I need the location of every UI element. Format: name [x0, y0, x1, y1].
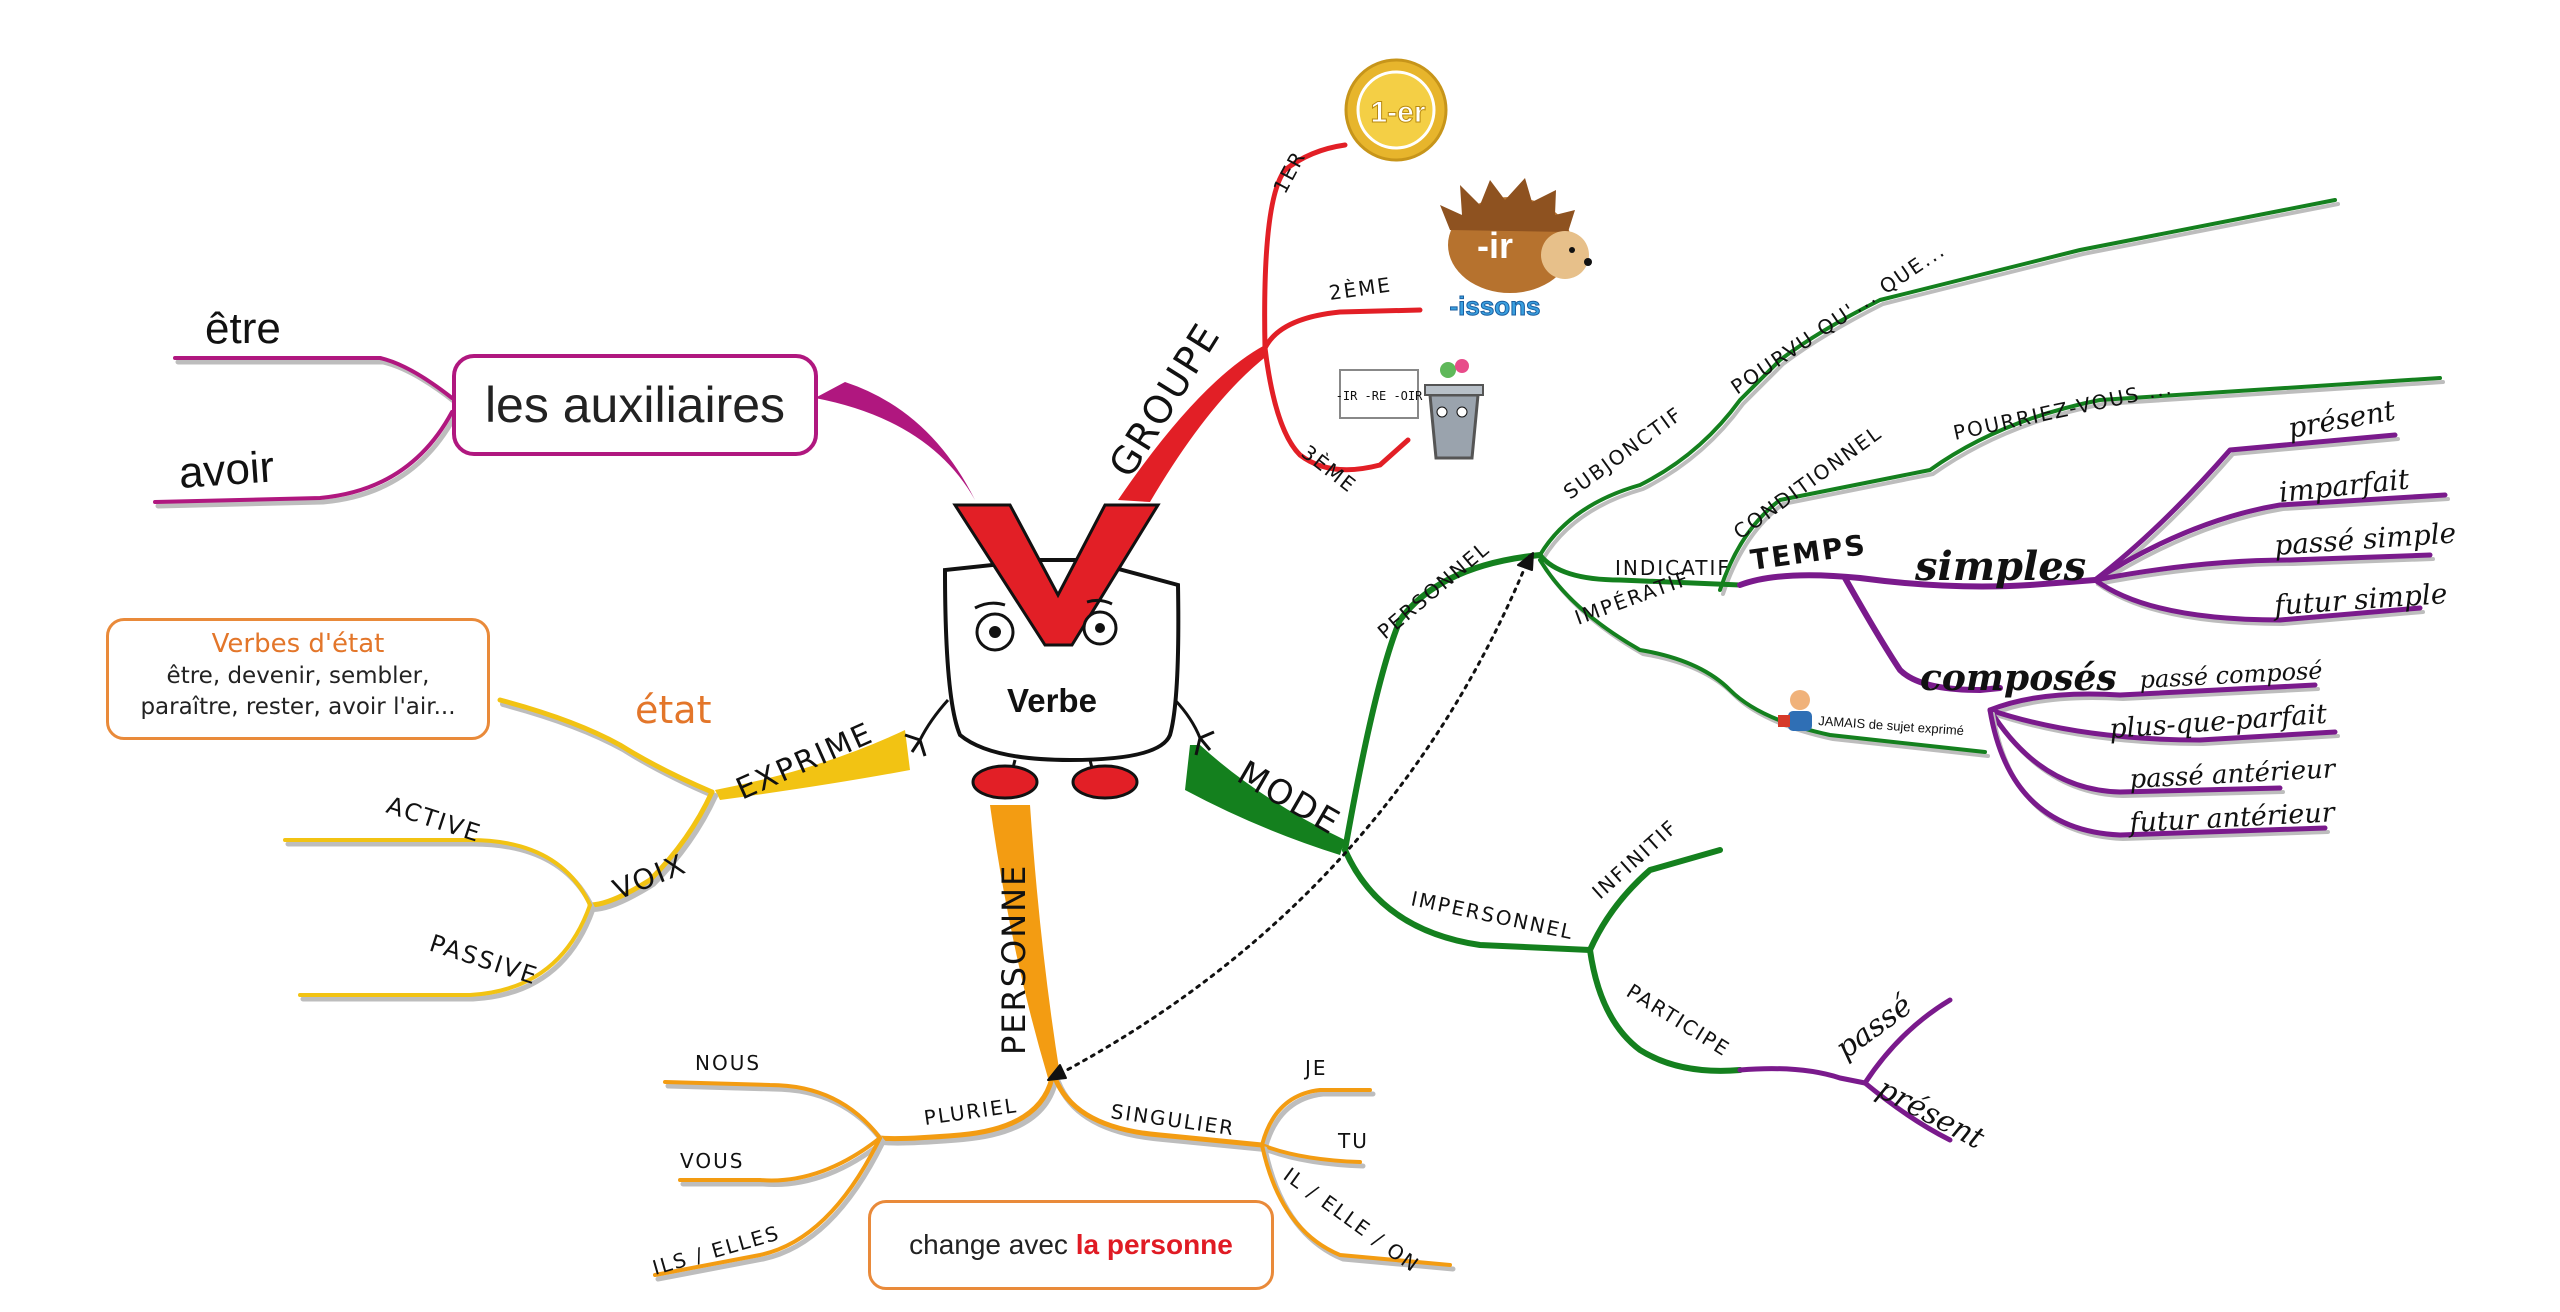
- label-simples: simples: [1914, 543, 2086, 590]
- label-1er: 1ER: [1268, 146, 1310, 197]
- change-avec-text: change avec: [909, 1229, 1068, 1260]
- label-etre: être: [205, 304, 281, 353]
- trash-icon: -IR -RE -OIR: [1336, 359, 1484, 460]
- verbes-etat-box: Verbes d'état être, devenir, sembler, pa…: [106, 618, 490, 740]
- verbes-etat-line-1: être, devenir, sembler,: [166, 663, 430, 689]
- v-letter: [952, 503, 1161, 647]
- label-avoir: avoir: [177, 442, 276, 498]
- branch-groupe: [1118, 142, 1423, 502]
- label-personnel: PERSONNEL: [1373, 536, 1495, 644]
- verbes-etat-title: Verbes d'état: [211, 629, 385, 659]
- label-passive: PASSIVE: [426, 929, 542, 990]
- label-tu: TU: [1337, 1129, 1369, 1153]
- label-futur-simple: futur simple: [2271, 577, 2448, 622]
- label-composes: composés: [1920, 657, 2117, 699]
- verbe-mascot: Verbe: [904, 503, 1215, 800]
- label-pourriez: POURRIEZ-VOUS ...: [1951, 375, 2175, 445]
- hedgehog-icon: -ir -issons: [1440, 178, 1592, 322]
- label-vous: VOUS: [680, 1149, 744, 1173]
- svg-text:1-er: 1-er: [1370, 96, 1425, 129]
- verbes-etat-line-2: paraître, rester, avoir l'air...: [140, 694, 456, 720]
- label-participe-passe: passé: [1829, 988, 1919, 1067]
- label-2eme: 2ÈME: [1327, 272, 1393, 305]
- label-indicatif: INDICATIF: [1615, 556, 1731, 580]
- label-ils-elles: ILS / ELLES: [650, 1221, 783, 1280]
- auxiliaires-box: les auxiliaires: [452, 354, 818, 456]
- dotted-arrow-personne-personnel: [1047, 552, 1534, 1081]
- label-voix: VOIX: [608, 847, 691, 906]
- branch-personne: [653, 805, 1456, 1282]
- branch-mode: [1185, 198, 2445, 1074]
- branch-exprime: [283, 697, 910, 1002]
- medal-icon: 1-er: [1344, 58, 1448, 162]
- la-personne-text: la personne: [1075, 1229, 1233, 1260]
- person-icon: [1778, 690, 1812, 731]
- svg-text:-IR -RE -OIR: -IR -RE -OIR: [1336, 389, 1423, 403]
- label-temps: TEMPS: [1748, 528, 1868, 577]
- svg-text:-ir: -ir: [1477, 225, 1513, 266]
- branch-temps: [1737, 432, 2450, 1143]
- label-passe-anterieur: passé antérieur: [2129, 754, 2338, 795]
- label-nous: NOUS: [695, 1051, 761, 1075]
- label-je: JE: [1303, 1056, 1328, 1080]
- label-personne: PERSONNE: [995, 864, 1033, 1055]
- label-etat: état: [635, 688, 711, 732]
- label-infinitif: INFINITIF: [1587, 814, 1682, 903]
- label-participe-present: présent: [1871, 1071, 1991, 1157]
- branch-auxiliaires: [153, 356, 975, 509]
- label-pourvu: POURVU QU'... QUE...: [1726, 238, 1949, 400]
- svg-text:-issons: -issons: [1449, 291, 1540, 321]
- change-avec-personne-box: change avec la personne: [868, 1200, 1274, 1290]
- center-label: Verbe: [1007, 682, 1097, 719]
- auxiliaires-title: les auxiliaires: [484, 377, 786, 433]
